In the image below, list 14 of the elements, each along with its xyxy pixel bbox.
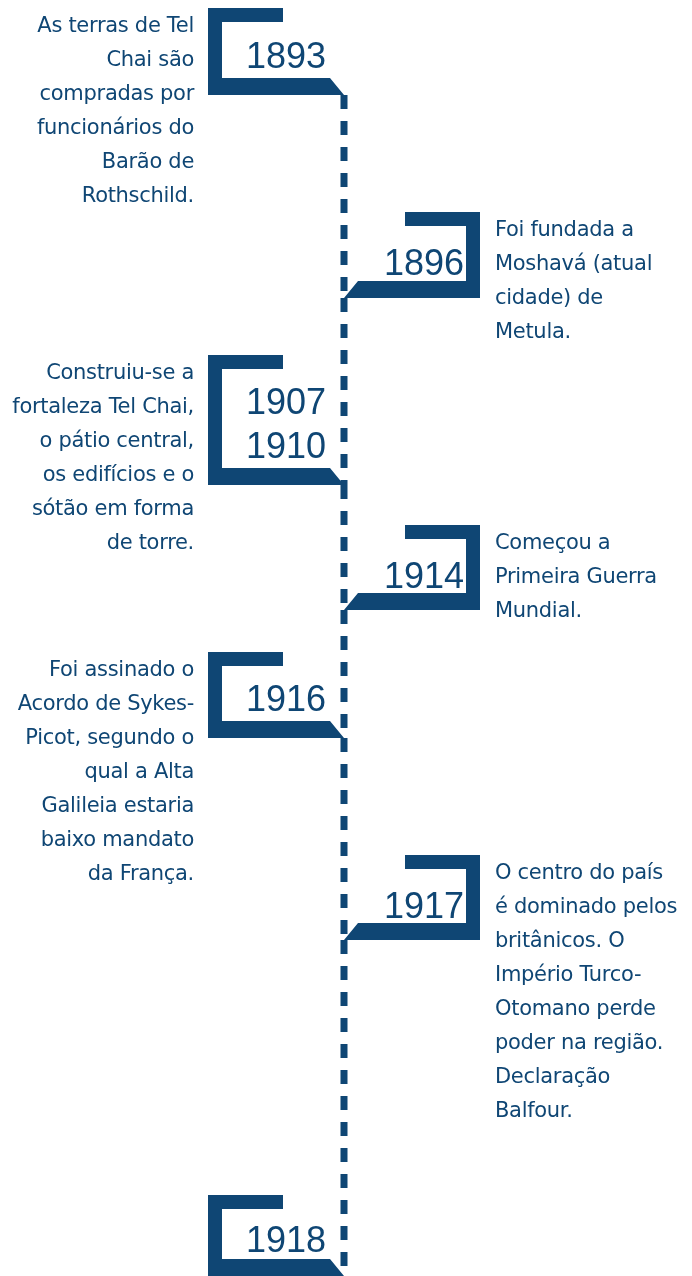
year-label: 1896 bbox=[384, 241, 464, 285]
event-description: Começou a Primeira Guerra Mundial. bbox=[495, 529, 658, 624]
event-description: O centro do país é dominado pelos britânicos. O Império Turco-Otomano perde poder na região. Declaração Balfour. bbox=[495, 859, 679, 1124]
event-description: Foi fundada a Moshavá (atual cidade) de Metula. bbox=[495, 216, 654, 345]
year-label: 1893 bbox=[246, 34, 326, 78]
event-description: Foi assinado o Acordo de Sykes-Picot, segundo o qual a Alta Galileia estaria baixo mandato da França. bbox=[16, 656, 194, 887]
event-description: As terras de Tel Chai são compradas por funcionários do Barão de Rothschild. bbox=[35, 12, 194, 209]
year-label: 1918 bbox=[246, 1218, 326, 1262]
year-label: 1907 1910 bbox=[246, 380, 326, 468]
timeline-line bbox=[340, 298, 348, 485]
event-description: Construiu-se a fortaleza Tel Chai, o pátio central, os edifícios e o sótão em forma de torre. bbox=[11, 359, 194, 556]
year-label: 1917 bbox=[384, 884, 464, 928]
year-label: 1914 bbox=[384, 554, 464, 598]
year-label: 1916 bbox=[246, 677, 326, 721]
